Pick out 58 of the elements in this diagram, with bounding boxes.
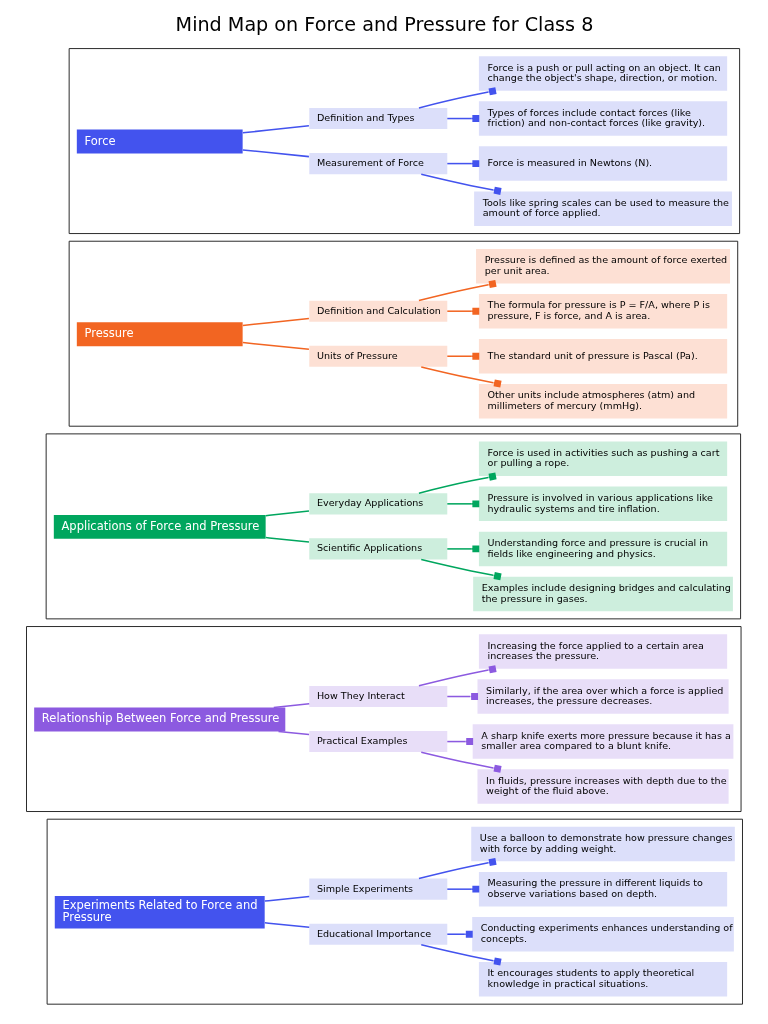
- connector: [263, 922, 310, 929]
- node-box: Similarly, if the area over which a force is applied increases, the pressure decreases.: [476, 679, 729, 714]
- node-box: A sharp knife exerts more pressure because it has a smaller area compared to a blunt knife.: [472, 724, 733, 759]
- node-box: Relationship Between Force and Pressure: [33, 707, 285, 732]
- connector: [417, 665, 497, 687]
- node-box: Experiments Related to Force and Pressure: [54, 895, 265, 929]
- connector: [420, 751, 502, 773]
- node-box: Force is measured in Newtons (N).: [478, 146, 727, 181]
- connector: [417, 472, 497, 494]
- node-box: Simple Experiments: [308, 878, 447, 900]
- node-box: Educational Importance: [308, 923, 447, 945]
- connector: [420, 366, 502, 388]
- diagram-title: Mind Map on Force and Pressure for Class 8: [175, 13, 593, 37]
- node-box: Measurement of Force: [308, 153, 447, 175]
- cluster: [68, 48, 740, 235]
- node-box: Understanding force and pressure is crucial in fields like engineering and physics.: [478, 531, 727, 567]
- connector: [277, 730, 310, 736]
- node-box: Conducting experiments enhances understanding of concepts.: [471, 916, 734, 952]
- connector: [241, 317, 310, 327]
- connector: [263, 895, 310, 902]
- cluster: [45, 433, 741, 620]
- connector: [241, 149, 310, 158]
- connector: [446, 352, 479, 360]
- node-box: Definition and Calculation: [308, 300, 447, 322]
- connector: [264, 536, 310, 543]
- connector: [420, 173, 502, 195]
- connector: [446, 885, 479, 893]
- cluster: [25, 626, 742, 812]
- node-box: Pressure: [76, 322, 243, 347]
- connector: [417, 279, 497, 302]
- connector: [446, 500, 479, 508]
- node-box: How They Interact: [308, 685, 447, 708]
- node-box: Measuring the pressure in different liquids to observe variations based on depth.: [478, 871, 727, 907]
- node-box: Definition and Types: [308, 108, 447, 130]
- node-box: Types of forces include contact forces (like friction) and non-contact forces (like gravity).: [478, 101, 727, 136]
- node-box: Force: [76, 129, 243, 154]
- node-box: The standard unit of pressure is Pascal (Pa).: [478, 339, 727, 374]
- node-box: Practical Examples: [308, 731, 447, 753]
- connector: [264, 510, 310, 517]
- node-box: Units of Pressure: [308, 345, 447, 367]
- cluster: [46, 818, 743, 1005]
- connector: [420, 944, 502, 966]
- connector: [241, 341, 310, 351]
- connector: [446, 545, 479, 553]
- connector: [417, 87, 497, 109]
- connector: [272, 702, 310, 709]
- node-box: Scientific Applications: [308, 538, 447, 560]
- node-box: Pressure is involved in various applications like hydraulic systems and tire inflation.: [478, 486, 727, 522]
- node-box: Everyday Applications: [308, 493, 447, 515]
- node-box: The formula for pressure is P = F/A, where P is pressure, F is force, and A is area.: [478, 293, 727, 329]
- connector: [446, 930, 473, 938]
- node-box: Applications of Force and Pressure: [53, 514, 266, 539]
- cluster: [68, 240, 738, 427]
- connector: [417, 857, 497, 880]
- connector: [241, 125, 310, 134]
- node-box: It encourages students to apply theoretical knowledge in practical situations.: [478, 962, 727, 997]
- connector: [420, 558, 502, 581]
- connector: [446, 307, 479, 315]
